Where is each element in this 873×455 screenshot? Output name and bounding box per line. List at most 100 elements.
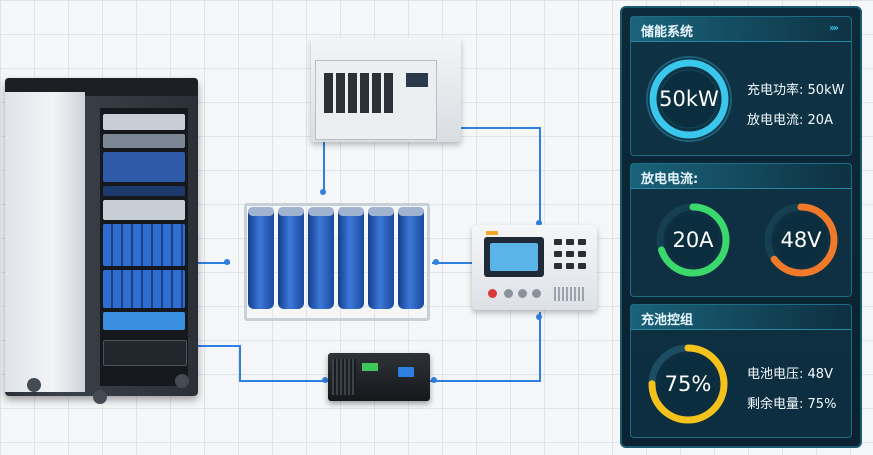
module-slot	[324, 73, 333, 113]
soc-gauge-arc	[648, 344, 728, 424]
keypad-key[interactable]	[554, 251, 562, 257]
gauge-value: 75%	[665, 372, 712, 396]
battery-cell	[308, 207, 334, 309]
rack-foot	[27, 378, 41, 392]
wire-inverter-controller-v	[539, 127, 541, 223]
storage-system-card: 储能系统 ›››› 50kW 充电功率: 50kW 放电电流: 20A	[630, 16, 852, 156]
keypad-key[interactable]	[566, 239, 574, 245]
wire-controller-down	[539, 312, 541, 382]
wire-inverter-battery	[323, 127, 325, 192]
rack-unit	[103, 152, 185, 182]
keypad-key[interactable]	[554, 263, 562, 269]
controller-button[interactable]	[518, 289, 527, 298]
row-value: 50kW	[807, 83, 845, 98]
keypad-key[interactable]	[578, 239, 586, 245]
rack-side-panel	[5, 92, 85, 392]
rack-unit	[103, 312, 185, 330]
rack-foot	[93, 390, 107, 404]
keypad-key[interactable]	[578, 263, 586, 269]
chevrons-icon: ››››	[829, 23, 839, 34]
status-panel: 储能系统 ›››› 50kW 充电功率: 50kW 放电电流: 20A 放电电流…	[620, 6, 862, 448]
module-slot	[348, 73, 357, 113]
inverter-unit[interactable]	[311, 38, 461, 142]
system-diagram	[5, 38, 597, 404]
wire-converter-in	[239, 380, 328, 382]
controller-button[interactable]	[532, 289, 541, 298]
voltage-gauge: 48V	[764, 203, 838, 277]
inverter-front-panel	[315, 60, 437, 140]
controller-screen	[484, 237, 544, 277]
rack-unit	[103, 186, 185, 196]
rack-top	[5, 78, 198, 96]
wire-node	[431, 377, 437, 383]
current-gauge-arc	[656, 203, 730, 277]
gauge-value: 20A	[672, 228, 714, 252]
battery-cell	[338, 207, 364, 309]
card-header	[631, 17, 851, 42]
card-title: 充池控组	[641, 313, 694, 328]
module-slot	[360, 73, 369, 113]
battery-cell	[398, 207, 424, 309]
battery-cell	[278, 207, 304, 309]
charge-power-row: 充电功率: 50kW	[747, 79, 844, 98]
keypad-key[interactable]	[566, 263, 574, 269]
current-gauge: 20A	[656, 203, 730, 277]
wire-inverter-controller-h	[440, 127, 540, 129]
inverter-display	[406, 73, 428, 87]
wire-rack-converter-v	[239, 345, 241, 381]
battery-voltage-row: 电池电压: 48V	[747, 363, 833, 382]
controller-red-button[interactable]	[488, 289, 497, 298]
wire-rack-battery	[198, 262, 230, 264]
wire-node	[536, 314, 542, 320]
converter-fins	[332, 359, 356, 395]
battery-cell	[248, 207, 274, 309]
keypad-key[interactable]	[578, 251, 586, 257]
wire-node	[322, 377, 328, 383]
rack-unit	[103, 200, 185, 220]
row-value: 20A	[807, 113, 833, 128]
rack-unit	[103, 270, 185, 308]
battery-pack[interactable]	[230, 195, 430, 323]
module-slot	[384, 73, 393, 113]
controller-button[interactable]	[504, 289, 513, 298]
row-value: 75%	[807, 397, 837, 412]
discharge-current-row: 放电电流: 20A	[747, 109, 833, 128]
card-title: 放电电流:	[641, 172, 699, 187]
row-label: 放电电流:	[747, 113, 804, 128]
row-value: 48V	[807, 367, 833, 382]
controller-orange-label	[486, 231, 498, 235]
wire-converter-out	[430, 380, 541, 382]
rack-unit	[103, 114, 185, 130]
controller-speaker-grille	[554, 287, 584, 301]
wire-node	[224, 259, 230, 265]
rack-foot	[175, 374, 189, 388]
wire-battery-controller	[432, 262, 472, 264]
card-header	[631, 305, 851, 330]
keypad-key[interactable]	[566, 251, 574, 257]
rack-unit	[103, 224, 185, 266]
battery-frame	[244, 203, 430, 321]
wire-node	[536, 220, 542, 226]
rack-cabinet[interactable]	[5, 78, 198, 404]
gauge-value: 48V	[780, 228, 822, 252]
remaining-charge-row: 剩余电量: 75%	[747, 393, 836, 412]
voltage-gauge-arc	[764, 203, 838, 277]
battery-cell	[368, 207, 394, 309]
gauge-value: 50kW	[659, 87, 719, 111]
row-label: 充电功率:	[747, 83, 804, 98]
wire-node	[433, 259, 439, 265]
control-unit[interactable]	[472, 225, 597, 310]
card-title: 储能系统	[641, 25, 694, 40]
module-slot	[336, 73, 345, 113]
power-gauge: 50kW	[646, 56, 732, 142]
dc-converter[interactable]	[328, 353, 430, 401]
battery-control-card: 充池控组 75% 电池电压: 48V 剩余电量: 75%	[630, 304, 852, 438]
converter-display	[362, 363, 378, 371]
rack-interior	[100, 108, 188, 386]
rack-power-switch[interactable]	[103, 340, 187, 366]
converter-port	[398, 367, 414, 377]
wire-node	[320, 189, 326, 195]
keypad-key[interactable]	[554, 239, 562, 245]
soc-gauge: 75%	[648, 344, 728, 424]
discharge-card: 放电电流: 20A 48V	[630, 163, 852, 297]
